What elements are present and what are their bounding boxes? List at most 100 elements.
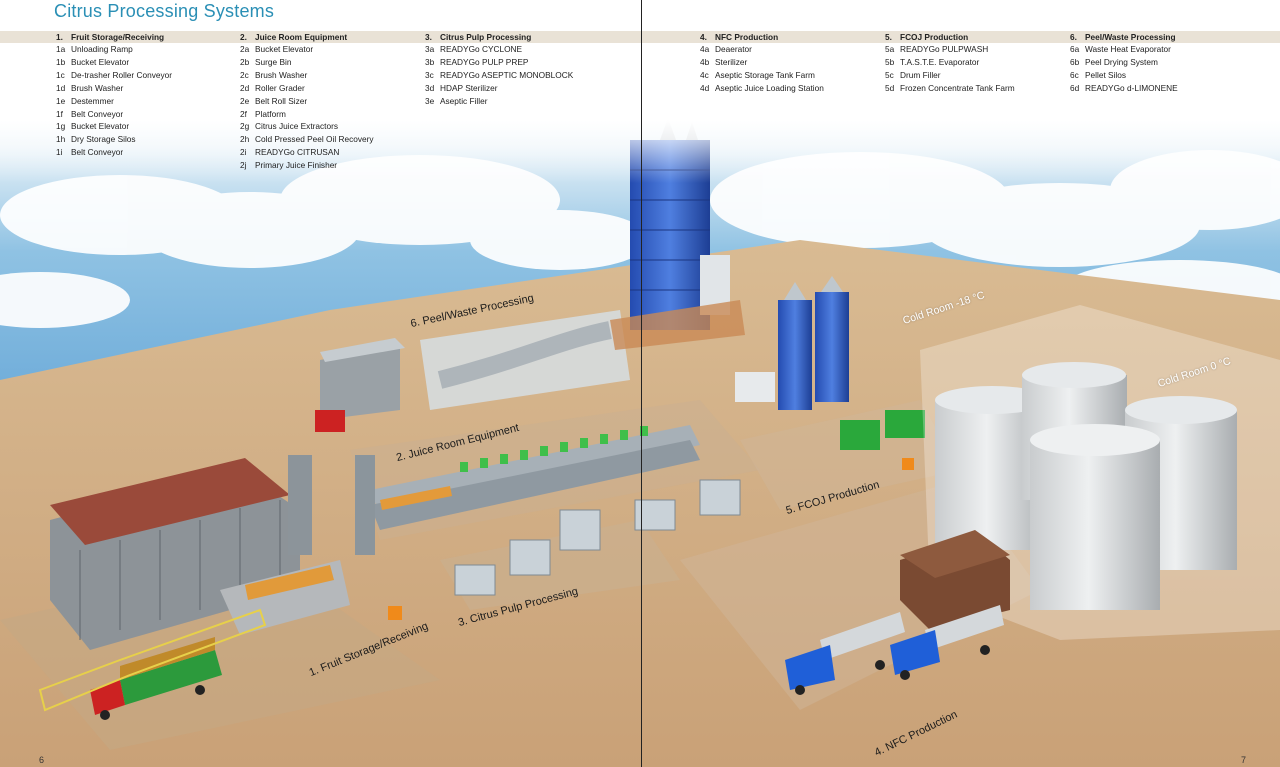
legend-item: 3d HDAP Sterilizer xyxy=(425,82,573,95)
legend-item-code: 2e xyxy=(240,95,250,106)
legend-item-label: Aseptic Storage Tank Farm xyxy=(715,69,815,80)
legend-item-code: 2f xyxy=(240,108,247,119)
nfc-loading-station xyxy=(785,530,1010,695)
fruit-storage-building xyxy=(50,455,350,650)
legend-column-fruit-storage: 1. Fruit Storage/Receiving 1a Unloading Ra… xyxy=(56,31,172,159)
legend-item-label: Platform xyxy=(255,108,286,119)
legend-item-code: 4d xyxy=(700,82,710,93)
legend-item-label: READYGo CYCLONE xyxy=(440,44,523,54)
legend-item-label: Belt Conveyor xyxy=(71,147,124,158)
peel-waste-equipment xyxy=(315,310,630,432)
legend-item-code: 3d xyxy=(425,82,435,93)
legend-item: 3e Aseptic Filler xyxy=(425,95,573,108)
legend-item-code: 3e xyxy=(425,95,435,106)
tanker-truck-2 xyxy=(890,605,1004,680)
legend-item-code: 5d xyxy=(885,82,895,93)
legend-heading-text: Peel/Waste Processing xyxy=(1085,32,1176,42)
legend-heading-text: FCOJ Production xyxy=(900,32,969,42)
legend-item: 1h Dry Storage Silos xyxy=(56,133,172,146)
legend-item-code: 3a xyxy=(425,44,435,54)
legend-item: 1a Unloading Ramp xyxy=(56,43,172,56)
legend-heading: 6. Peel/Waste Processing xyxy=(1070,31,1178,43)
legend-item-label: Brush Washer xyxy=(71,82,124,93)
legend-heading-number: 5. xyxy=(885,32,892,42)
legend-item: 4a Deaerator xyxy=(700,43,824,56)
legend-item: 4d Aseptic Juice Loading Station xyxy=(700,82,824,95)
legend-item-label: READYGo PULP PREP xyxy=(440,56,529,67)
legend-heading: 1. Fruit Storage/Receiving xyxy=(56,31,172,43)
legend-item-label: Belt Conveyor xyxy=(71,108,124,119)
legend-heading-number: 2. xyxy=(240,32,247,42)
legend-item-code: 4b xyxy=(700,56,710,67)
legend-item-label: Aseptic Juice Loading Station xyxy=(715,82,824,93)
legend-item-label: HDAP Sterilizer xyxy=(440,82,498,93)
legend-item-code: 1h xyxy=(56,134,66,145)
legend-backdrop xyxy=(0,43,1280,183)
juice-room-line xyxy=(355,425,700,555)
legend-item-code: 6c xyxy=(1070,69,1079,80)
legend-item: 3a READYGo CYCLONE xyxy=(425,43,573,56)
legend-column-pulp: 3. Citrus Pulp Processing 3a READYGo CYCLO… xyxy=(425,31,573,108)
legend-heading-text: Fruit Storage/Receiving xyxy=(71,32,165,42)
legend-item-code: 3b xyxy=(425,56,435,67)
legend-item-code: 2h xyxy=(240,134,250,145)
legend-item: 1d Brush Washer xyxy=(56,82,172,95)
legend-item: 1i Belt Conveyor xyxy=(56,146,172,159)
legend-item-label: Brush Washer xyxy=(255,69,308,80)
legend-item-label: READYGo PULPWASH xyxy=(900,44,989,54)
legend-item-code: 5c xyxy=(885,69,894,80)
legend-item-label: Dry Storage Silos xyxy=(71,134,136,145)
legend-item: 2f Platform xyxy=(240,108,374,121)
legend-heading-number: 3. xyxy=(425,32,432,42)
legend-item-code: 1b xyxy=(56,56,66,67)
legend-heading-number: 1. xyxy=(56,32,63,42)
legend-item-label: Waste Heat Evaporator xyxy=(1085,44,1171,54)
legend-item-code: 6b xyxy=(1070,56,1080,67)
legend-item-code: 2j xyxy=(240,160,247,171)
legend-item-label: Pellet Silos xyxy=(1085,69,1127,80)
legend-item-label: Aseptic Filler xyxy=(440,95,488,106)
legend-item-label: Primary Juice Finisher xyxy=(255,160,338,171)
legend-item-code: 1i xyxy=(56,147,63,158)
legend-item: 3b READYGo PULP PREP xyxy=(425,56,573,69)
legend-heading-number: 6. xyxy=(1070,32,1077,42)
legend-item-label: Bucket Elevator xyxy=(71,121,130,132)
legend-item-code: 5b xyxy=(885,56,895,67)
legend-item-code: 1a xyxy=(56,44,66,54)
legend-item-code: 2g xyxy=(240,121,250,132)
legend-heading-text: Citrus Pulp Processing xyxy=(440,32,532,42)
legend-heading: 4.NFC Production xyxy=(700,31,824,43)
legend-item: 2j Primary Juice Finisher xyxy=(240,159,374,172)
legend-item-code: 4a xyxy=(700,44,710,54)
legend-item-code: 1c xyxy=(56,69,65,80)
legend-item-code: 1d xyxy=(56,82,66,93)
legend-item-label: Deaerator xyxy=(715,44,752,54)
page-header xyxy=(0,0,1280,31)
legend-item-label: Unloading Ramp xyxy=(71,44,133,54)
storage-silos xyxy=(935,362,1237,610)
legend-item-label: Cold Pressed Peel Oil Recovery xyxy=(255,134,374,145)
